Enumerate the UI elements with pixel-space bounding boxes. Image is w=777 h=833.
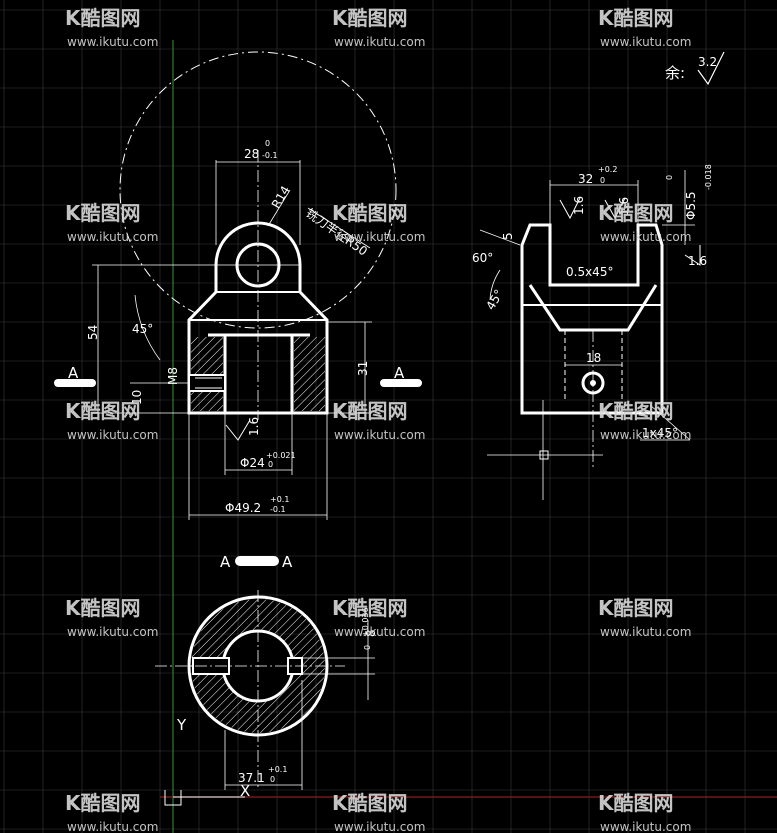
watermark-logo: K酷图网 [598, 791, 674, 815]
watermark-logo: K酷图网 [65, 6, 141, 30]
surface-note-value: 3.2 [698, 55, 717, 69]
dim-outer-tol-up: +0.1 [270, 495, 289, 504]
watermark-layer: K酷图网www.ikutu.comK酷图网www.ikutu.comK酷图网ww… [65, 6, 691, 833]
rough-side-b: 1.6 [617, 197, 631, 216]
dim-outer-tol-low: -0.1 [270, 505, 286, 514]
watermark-logo: K酷图网 [598, 596, 674, 620]
watermark-url: www.ikutu.com [67, 230, 158, 244]
watermark-logo: K酷图网 [332, 6, 408, 30]
watermark-url: www.ikutu.com [600, 35, 691, 49]
section-label-left: A [68, 364, 79, 382]
dim-bore-tol-low: 0 [268, 460, 273, 469]
dim-outer: Φ49.2 [225, 501, 261, 515]
watermark-logo: K酷图网 [332, 201, 408, 225]
side-view [479, 170, 701, 500]
dim-width-top-tol: 0 [265, 139, 270, 148]
rough-side-c: 1.6 [688, 254, 707, 268]
dim-bore: Φ24 [240, 456, 265, 470]
dim-thread: M8 [166, 367, 180, 385]
watermark-url: www.ikutu.com [334, 35, 425, 49]
dim-height-mid: 31 [356, 361, 370, 376]
pin-hole [235, 242, 281, 288]
watermark-logo: K酷图网 [332, 596, 408, 620]
watermark-url: www.ikutu.com [67, 428, 158, 442]
hatch-right [294, 337, 325, 411]
watermark-logo: K酷图网 [65, 791, 141, 815]
watermark-url: www.ikutu.com [334, 230, 425, 244]
watermark-url: www.ikutu.com [67, 625, 158, 639]
watermark-url: www.ikutu.com [334, 820, 425, 833]
dim-small-5: 5 [501, 232, 515, 240]
dim-keyway-tol-low: 0 [270, 775, 275, 784]
section-title-right: A [282, 553, 293, 571]
dim-width-18: 18 [586, 351, 601, 365]
section-title-left: A [220, 553, 231, 571]
surface-note-prefix: 余: [665, 64, 685, 82]
watermark-url: www.ikutu.com [334, 625, 425, 639]
axis-y-label: Y [176, 716, 187, 734]
side-inner-v [528, 284, 658, 332]
dim-key-width: 8 [364, 629, 378, 637]
watermark-logo: K酷图网 [598, 399, 674, 423]
dim-slot-width: 32 [578, 172, 593, 186]
dim-pin-tol-up: 0 [665, 175, 674, 180]
dim-slot-tol-low: 0 [600, 176, 605, 185]
cutter-arc [119, 51, 397, 329]
watermark-url: www.ikutu.com [600, 625, 691, 639]
dim-width-top: 28 [244, 147, 259, 161]
watermark-logo: K酷图网 [65, 201, 141, 225]
dim-chamfer: 0.5x45° [566, 265, 613, 279]
dim-chamfer2: 1x45° [642, 426, 678, 440]
watermark-url: www.ikutu.com [600, 230, 691, 244]
dim-pin-tol-low: -0.018 [704, 164, 713, 190]
dim-angle: 45° [132, 322, 153, 336]
dim-angle-60: 60° [472, 251, 493, 265]
dim-bore-tol-up: +0.021 [266, 451, 296, 460]
watermark-logo: K酷图网 [332, 399, 408, 423]
watermark-logo: K酷图网 [65, 399, 141, 423]
watermark-logo: K酷图网 [332, 791, 408, 815]
dim-height-total: 54 [86, 325, 100, 340]
surface-roughness-icon [697, 51, 725, 86]
watermark-url: www.ikutu.com [600, 428, 691, 442]
dim-radius: R14 [269, 183, 293, 210]
dim-small: 10 [130, 390, 144, 405]
watermark-url: www.ikutu.com [334, 428, 425, 442]
dim-roughness: 1.6 [247, 417, 261, 436]
thread-hole [188, 374, 226, 392]
dim-key-width-tol2: 0 [363, 645, 372, 650]
dim-keyway: 37.1 [238, 771, 265, 785]
dim-angle-45: 45° [483, 287, 506, 312]
section-view [155, 556, 375, 806]
dim-keyway-tol-up: +0.1 [268, 765, 287, 774]
section-label-right: A [394, 364, 405, 382]
head-outline [214, 221, 302, 292]
watermark-logo: K酷图网 [598, 6, 674, 30]
front-view [54, 51, 422, 520]
axis-x-label: X [240, 782, 250, 800]
watermark-logo: K酷图网 [598, 201, 674, 225]
dim-key-width-tol: +0.036 [361, 607, 370, 637]
watermark-url: www.ikutu.com [67, 35, 158, 49]
dim-width-top-tol2: -0.1 [262, 151, 278, 160]
watermark-url: www.ikutu.com [600, 820, 691, 833]
rough-side-a: 1.6 [572, 196, 586, 215]
dim-pin: Φ5.5 [684, 191, 698, 220]
watermark-logo: K酷图网 [65, 596, 141, 620]
dim-slot-tol-up: +0.2 [598, 165, 617, 174]
watermark-url: www.ikutu.com [67, 820, 158, 833]
shoulder-outline [187, 290, 329, 415]
